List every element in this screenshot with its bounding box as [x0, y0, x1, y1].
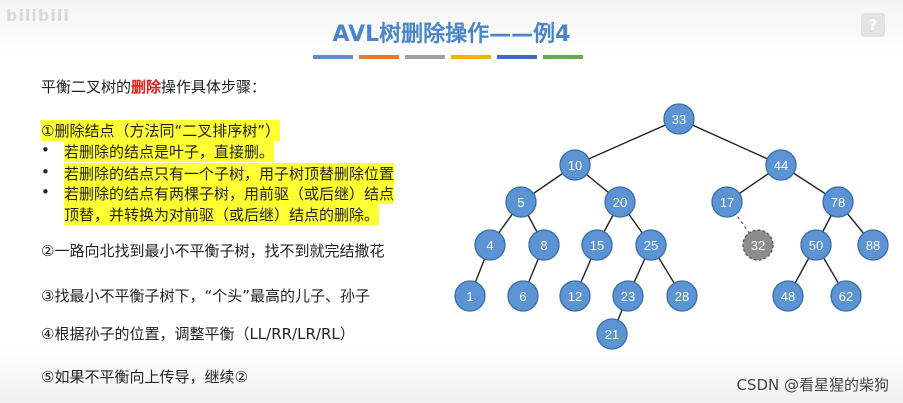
tree-node: 23 — [612, 280, 644, 312]
tree-edge — [574, 118, 680, 166]
node-circle — [474, 229, 506, 261]
node-label: 23 — [621, 289, 635, 304]
deleted-tree-node: 32 — [742, 229, 774, 261]
accent-bar-4 — [451, 55, 491, 59]
intro-line: 平衡二叉树的删除操作具体步骤： — [41, 76, 266, 97]
tree-node: 8 — [528, 229, 560, 261]
bullet2-text: 若删除的结点只有一个子树，用子树顶替删除位置 — [64, 163, 395, 184]
accent-bar-3 — [405, 55, 445, 59]
accent-bar-5 — [497, 55, 537, 59]
video-watermark: bilibili — [6, 6, 70, 25]
node-circle — [505, 186, 537, 218]
node-label: 17 — [720, 195, 734, 210]
tree-node: 12 — [559, 280, 591, 312]
node-label: 10 — [568, 158, 582, 173]
slide-title: AVL树删除操作——例4 — [332, 22, 571, 47]
help-button[interactable]: ? — [861, 13, 885, 37]
node-label: 50 — [809, 238, 823, 253]
node-circle — [559, 280, 591, 312]
bullet-dot-2: • — [41, 163, 50, 181]
tree-node: 28 — [666, 280, 698, 312]
step5-text: ⑤如果不平衡向上传导，继续② — [41, 368, 248, 386]
tree-node: 21 — [596, 318, 628, 350]
node-label: 32 — [751, 238, 765, 253]
node-label: 4 — [486, 238, 493, 253]
tree-node: 62 — [830, 280, 862, 312]
accent-bar-6 — [543, 55, 583, 59]
node-circle — [528, 229, 560, 261]
tree-node: 17 — [711, 186, 743, 218]
accent-bar-1 — [313, 55, 353, 59]
bullet-dot-1: • — [41, 141, 50, 159]
tree-node: 5 — [505, 186, 537, 218]
node-circle — [822, 186, 854, 218]
csdn-credit: CSDN @看星猩的柴狗 — [736, 376, 889, 394]
node-circle — [830, 280, 862, 312]
node-label: 88 — [866, 238, 880, 253]
node-circle — [857, 229, 889, 261]
node-circle — [666, 280, 698, 312]
tree-node: 50 — [800, 229, 832, 261]
node-label: 33 — [672, 112, 686, 127]
tree-node: 4 — [474, 229, 506, 261]
tree-node: 15 — [581, 229, 613, 261]
node-label: 15 — [590, 238, 604, 253]
tree-node: 25 — [635, 229, 667, 261]
node-label: 1 — [466, 289, 473, 304]
bullet1-text: 若删除的结点是叶子，直接删。 — [64, 141, 275, 162]
node-circle — [765, 149, 797, 181]
node-label: 12 — [568, 289, 582, 304]
node-circle — [635, 229, 667, 261]
node-label: 28 — [675, 289, 689, 304]
node-circle — [507, 280, 539, 312]
intro-highlight-word: 删除 — [131, 78, 162, 96]
step2-text: ②一路向北找到最小不平衡子树，找不到就完结撒花 — [41, 242, 385, 260]
tree-node: 6 — [507, 280, 539, 312]
node-circle — [454, 280, 486, 312]
intro-suffix: 操作具体步骤： — [161, 78, 267, 96]
node-circle — [742, 229, 774, 261]
bullet3-text-line2: 顶替，并转换为对前驱（或后继）结点的删除。 — [64, 204, 380, 225]
node-label: 21 — [605, 327, 619, 342]
node-label: 8 — [540, 238, 547, 253]
node-label: 5 — [517, 195, 524, 210]
tree-edge — [678, 118, 782, 166]
node-circle — [772, 280, 804, 312]
node-circle — [596, 318, 628, 350]
accent-bar-2 — [359, 55, 399, 59]
tree-node: 44 — [765, 149, 797, 181]
tree-node: 20 — [604, 186, 636, 218]
node-label: 78 — [831, 195, 845, 210]
bullet3-text-line1: 若删除的结点有两棵子树，用前驱（或后继）结点 — [64, 183, 395, 204]
node-label: 48 — [781, 289, 795, 304]
step4-text: ④根据孙子的位置，调整平衡（LL/RR/LR/RL） — [41, 325, 355, 343]
tree-node: 48 — [772, 280, 804, 312]
node-circle — [663, 103, 695, 135]
node-label: 25 — [644, 238, 658, 253]
node-circle — [581, 229, 613, 261]
node-circle — [711, 186, 743, 218]
node-label: 44 — [774, 158, 788, 173]
bullet-dot-3: • — [41, 183, 50, 201]
node-circle — [612, 280, 644, 312]
tree-node: 33 — [663, 103, 695, 135]
step3-text: ③找最小不平衡子树下，“个头”最高的儿子、孙子 — [41, 287, 370, 305]
node-label: 6 — [519, 289, 526, 304]
node-circle — [559, 149, 591, 181]
node-label: 20 — [613, 195, 627, 210]
tree-node: 88 — [857, 229, 889, 261]
node-circle — [800, 229, 832, 261]
node-circle — [604, 186, 636, 218]
step1-text: ①删除结点（方法同“二叉排序树”） — [41, 120, 280, 141]
tree-node: 78 — [822, 186, 854, 218]
node-label: 62 — [839, 289, 853, 304]
intro-prefix: 平衡二叉树的 — [41, 78, 132, 96]
tree-node: 10 — [559, 149, 591, 181]
tree-node: 1 — [454, 280, 486, 312]
